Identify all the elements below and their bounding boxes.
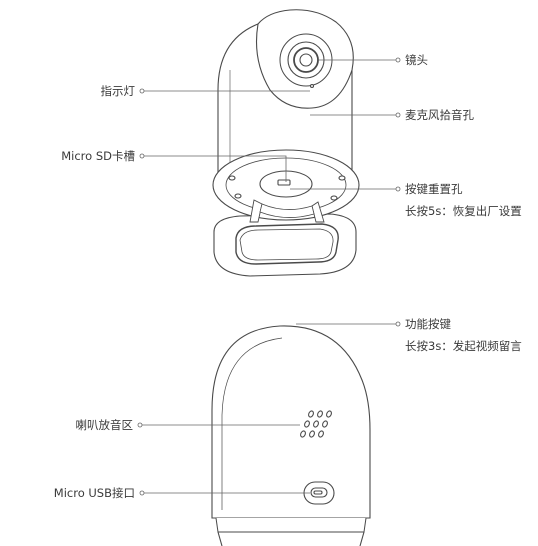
usb-port bbox=[303, 481, 335, 505]
usb-label: Micro USB接口 bbox=[53, 486, 135, 500]
camera-body-bottom bbox=[211, 325, 371, 546]
reset-title-label: 按键重置孔 bbox=[405, 182, 463, 196]
indicator-label: 指示灯 bbox=[100, 84, 136, 98]
func-title-label: 功能按键 bbox=[405, 317, 451, 331]
lens-head bbox=[255, 9, 354, 109]
reset-desc-label: 长按5s：恢复出厂设置 bbox=[405, 204, 522, 218]
speaker-label: 喇叭放音区 bbox=[75, 418, 134, 432]
mount-plate bbox=[212, 149, 360, 223]
mic-label: 麦克风拾音孔 bbox=[405, 108, 474, 122]
sd-slot-label: Micro SD卡槽 bbox=[61, 149, 135, 163]
camera-base bbox=[213, 213, 357, 277]
lens-label: 镜头 bbox=[405, 53, 428, 67]
func-desc-label: 长按3s：发起视频留言 bbox=[405, 339, 522, 353]
speaker-holes bbox=[300, 410, 332, 438]
